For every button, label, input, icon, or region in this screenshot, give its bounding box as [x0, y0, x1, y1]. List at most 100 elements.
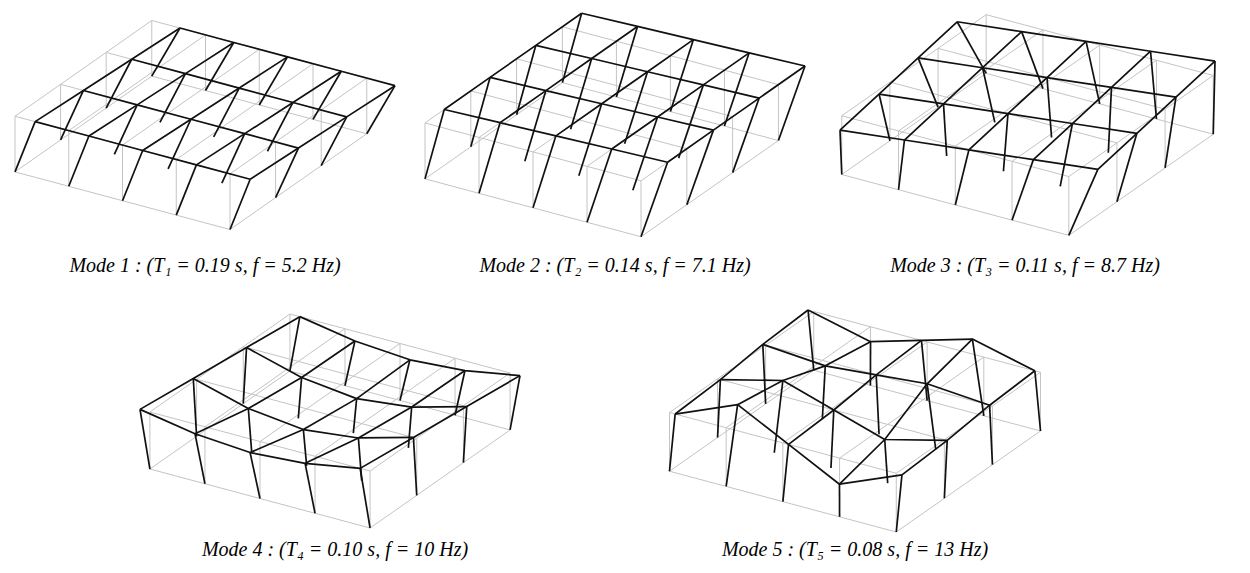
undeformed-frame: [1099, 45, 1100, 104]
undeformed-frame: [275, 142, 276, 198]
deformed-frame: [248, 408, 251, 451]
deformed-frame: [831, 410, 834, 468]
deformed-frame: [726, 405, 737, 487]
undeformed-frame: [616, 41, 617, 97]
undeformed-frame: [732, 117, 733, 173]
deformed-frame: [195, 341, 355, 434]
undeformed-frame: [366, 78, 367, 134]
deformed-frame: [413, 437, 416, 495]
deformed-frame: [400, 360, 410, 401]
deformed-frame: [61, 90, 84, 140]
undeformed-frame: [778, 85, 779, 141]
undeformed-frame: [151, 20, 152, 76]
deformed-frame: [193, 378, 196, 436]
deformed-frame: [214, 88, 240, 137]
undeformed-frame: [842, 73, 1213, 235]
undeformed-frame: [955, 146, 956, 205]
undeformed-frame: [686, 149, 687, 205]
mode-shape: [669, 310, 1040, 532]
deformed-frame: [902, 371, 1035, 475]
deformed-frame: [195, 434, 205, 484]
deformed-frame: [168, 119, 191, 169]
undeformed-frame: [259, 442, 260, 499]
deformed-frame: [957, 22, 986, 74]
deformed-frame: [668, 66, 805, 162]
deformed-frame: [870, 342, 872, 386]
undeformed-frame: [479, 137, 480, 193]
deformed-frame: [669, 414, 675, 471]
undeformed-frame: [205, 329, 345, 427]
deformed-frame: [783, 444, 789, 501]
deformed-frame: [408, 407, 411, 448]
deformed-frame: [479, 123, 500, 194]
undeformed-frame: [15, 76, 367, 229]
deformed-frame: [455, 371, 465, 416]
mode-caption: Mode 1 : (T₁ = 0.19 s, f = 5.2 Hz): [10, 254, 400, 277]
undeformed-frame: [889, 82, 890, 141]
deformed-frame: [990, 405, 993, 464]
deformed-frame: [625, 72, 648, 144]
deformed-frame: [353, 399, 356, 434]
deformed-frame: [1165, 97, 1176, 168]
deformed-frame: [724, 53, 749, 126]
deformed-frame: [972, 339, 983, 416]
deformed-frame: [641, 162, 668, 237]
deformed-frame: [360, 376, 520, 469]
deformed-frame: [160, 74, 186, 123]
deformed-frame: [300, 317, 520, 376]
undeformed-frame: [1165, 109, 1166, 168]
deformed-frame: [1086, 41, 1100, 103]
mode-caption: Mode 4 : (T₄ = 0.10 s, f = 10 Hz): [110, 538, 560, 561]
deformed-frame: [259, 57, 287, 105]
deformed-frame: [106, 59, 132, 108]
undeformed-frame: [400, 343, 401, 400]
deformed-frame: [612, 53, 749, 149]
deformed-frame: [321, 117, 347, 166]
undeformed-frame: [425, 123, 426, 179]
mode-shape: [425, 13, 805, 236]
deformed-frame: [789, 340, 922, 444]
undeformed-frame: [726, 428, 727, 487]
deformed-frame: [983, 68, 995, 123]
deformed-frame: [839, 484, 841, 517]
deformed-frame: [556, 40, 693, 136]
deformed-frame: [839, 339, 972, 484]
undeformed-frame: [669, 370, 1040, 532]
deformed-frame: [944, 440, 947, 498]
deformed-frame: [140, 409, 150, 469]
undeformed-frame: [533, 152, 534, 208]
deformed-frame: [687, 130, 714, 205]
deformed-frame: [808, 310, 814, 370]
deformed-frame: [885, 440, 888, 484]
deformed-frame: [1012, 160, 1033, 221]
deformed-frame: [679, 85, 704, 158]
mode-shape: [840, 15, 1215, 236]
deformed-frame: [222, 134, 245, 184]
deformed-frame: [114, 105, 137, 155]
deformed-frame: [1022, 32, 1043, 89]
undeformed-frame: [106, 52, 107, 108]
deformed-frame: [444, 13, 581, 109]
deformed-frame: [879, 94, 890, 141]
deformed-frame: [633, 117, 658, 190]
deformed-frame: [425, 109, 444, 178]
deformed-frame: [616, 26, 637, 97]
deformed-frame: [587, 149, 612, 222]
undeformed-frame: [230, 78, 367, 174]
deformed-frame: [1151, 51, 1157, 119]
undeformed-frame: [150, 371, 510, 528]
undeformed-frame: [122, 145, 123, 201]
deformed-frame: [1117, 133, 1137, 201]
undeformed-frame: [176, 159, 177, 215]
deformed-frame: [230, 179, 250, 229]
undeformed-frame: [230, 174, 231, 230]
deformed-frame: [123, 150, 143, 200]
deformed-frame: [1060, 124, 1072, 187]
deformed-frame: [196, 71, 341, 165]
deformed-frame: [774, 380, 783, 452]
deformed-frame: [298, 378, 301, 419]
deformed-frame: [927, 384, 936, 450]
deformed-frame: [250, 86, 395, 180]
undeformed-frame: [1012, 161, 1013, 220]
